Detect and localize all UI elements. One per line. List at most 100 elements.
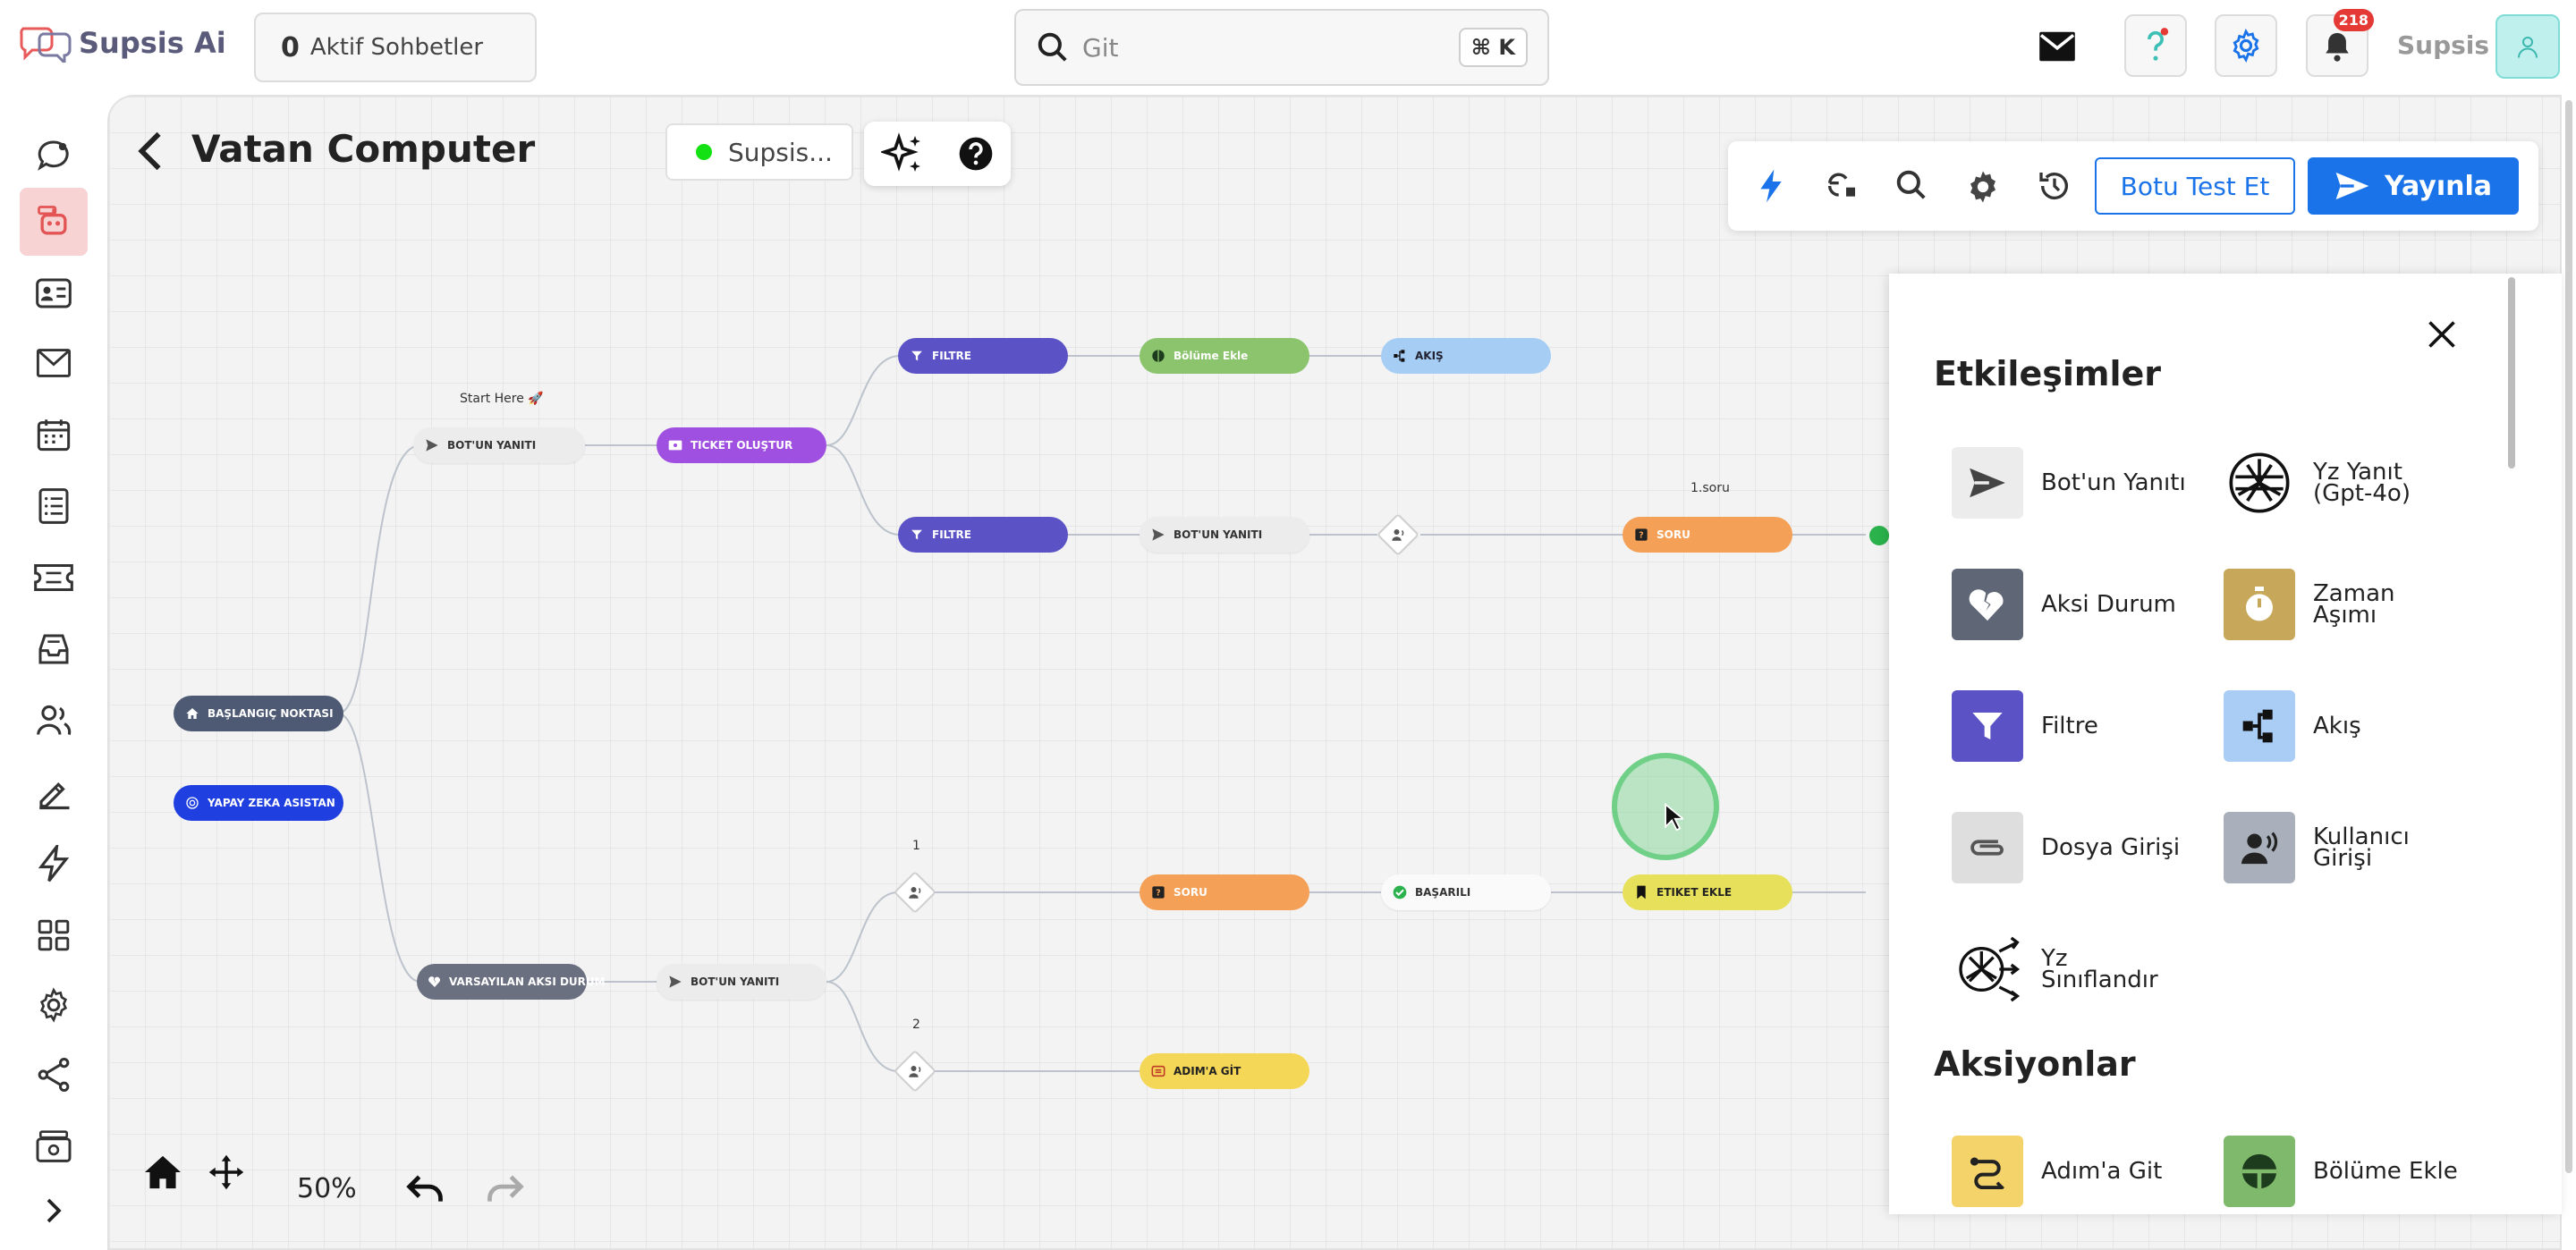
mail-icon[interactable]: [2038, 30, 2077, 63]
sidebar-item-editor[interactable]: [20, 758, 88, 826]
filter-icon: [909, 527, 925, 543]
help-button[interactable]: [2124, 14, 2187, 77]
flow-node-flow[interactable]: AKIŞ: [1381, 338, 1551, 374]
sidebar-item-automations[interactable]: [20, 830, 88, 898]
user-voice-icon: [2224, 812, 2295, 883]
flow-node-start[interactable]: BAŞLANGIÇ NOKTASI: [174, 696, 343, 731]
question-label: 1.soru: [1690, 481, 1730, 495]
home-icon[interactable]: [143, 1154, 182, 1190]
goto-step-icon: [1150, 1063, 1166, 1079]
plug-icon[interactable]: [1823, 168, 1860, 204]
flow-node-label: TICKET OLUŞTUR: [691, 439, 793, 452]
test-bot-button[interactable]: Botu Test Et: [2095, 157, 2295, 215]
flow-node-add-section[interactable]: Bölüme Ekle: [1140, 338, 1309, 374]
flow-icon: [2224, 690, 2295, 762]
page-title: Vatan Computer: [191, 127, 536, 171]
lightning-icon[interactable]: [1758, 168, 1784, 204]
mouse-cursor-icon: [1665, 803, 1683, 832]
redo-icon[interactable]: [485, 1173, 524, 1204]
cursor-highlight: [1612, 753, 1719, 860]
tile-filter[interactable]: Filtre: [1952, 690, 2098, 762]
tile-label: Kullanıcı Girişi: [2313, 823, 2410, 872]
app-logo[interactable]: Supsis Ai: [20, 23, 226, 63]
tile-user-input[interactable]: Kullanıcı Girişi: [2224, 812, 2420, 883]
history-icon[interactable]: [2036, 168, 2073, 204]
goto-step-icon: [1952, 1136, 2023, 1207]
flow-node-success[interactable]: BAŞARILI: [1381, 874, 1551, 910]
sidebar-expand-button[interactable]: [20, 1177, 88, 1245]
sidebar-item-settings[interactable]: [20, 971, 88, 1039]
contact-card-icon: [36, 278, 72, 308]
flow-node-default-fallback[interactable]: VARSAYILAN AKSI DURUM: [417, 964, 606, 1000]
ai-classify-icon: [1952, 933, 2023, 1005]
sparkles-icon[interactable]: [881, 132, 924, 175]
flow-node-label: FILTRE: [932, 528, 971, 541]
sidebar-item-mail[interactable]: [20, 329, 88, 397]
flow-node-question[interactable]: ? SORU: [1140, 874, 1309, 910]
help-question-icon: [2148, 28, 2169, 61]
bookmark-icon: [1633, 884, 1649, 900]
sidebar-item-users[interactable]: [20, 687, 88, 755]
help-circle-icon[interactable]: [958, 136, 994, 172]
notifications-button[interactable]: 218: [2306, 9, 2374, 77]
send-icon: [424, 437, 440, 453]
flow-node-add-tag[interactable]: ETIKET EKLE: [1623, 874, 1792, 910]
move-icon[interactable]: [208, 1153, 245, 1191]
bolt-icon: [38, 845, 70, 883]
question-icon: ?: [1150, 884, 1166, 900]
flow-node-bot-reply[interactable]: BOT'UN YANITI: [413, 427, 585, 463]
flow-node-label: ADIM'A GİT: [1174, 1065, 1241, 1077]
publish-label: Yayınla: [2384, 170, 2492, 202]
tile-ai-reply[interactable]: Yz Yanıt (Gpt-4o): [2224, 447, 2420, 519]
gear-icon[interactable]: [1964, 168, 2002, 206]
tile-file-input[interactable]: Dosya Girişi: [1952, 812, 2180, 883]
bot-status-selector[interactable]: Supsis...: [665, 123, 853, 181]
flow-node-label: BOT'UN YANITI: [1174, 528, 1263, 541]
start-here-label: Start Here 🚀: [460, 392, 544, 406]
user-name[interactable]: Supsis: [2397, 30, 2490, 60]
flow-node-bot-reply[interactable]: BOT'UN YANITI: [657, 964, 826, 1000]
tile-bot-reply[interactable]: Bot'un Yanıtı: [1952, 447, 2186, 519]
flow-node-label: ETIKET EKLE: [1657, 886, 1733, 899]
flow-node-ticket[interactable]: TICKET OLUŞTUR: [657, 427, 826, 463]
tile-flow[interactable]: Akış: [2224, 690, 2361, 762]
settings-button[interactable]: [2215, 14, 2277, 77]
avatar[interactable]: [2496, 14, 2560, 79]
flow-node-filter[interactable]: FILTRE: [898, 517, 1068, 553]
sidebar-item-chats[interactable]: [20, 122, 88, 190]
app-name: Supsis Ai: [79, 26, 226, 60]
page-scroll-thumb[interactable]: [2565, 100, 2572, 1173]
sidebar-item-tasks[interactable]: [20, 472, 88, 540]
sidebar-item-contacts[interactable]: [20, 259, 88, 327]
sidebar-item-bots[interactable]: [20, 188, 88, 256]
sidebar-item-share[interactable]: [20, 1041, 88, 1109]
panel-scroll-thumb[interactable]: [2508, 277, 2515, 469]
tile-ai-classify[interactable]: Yz Sınıflandır: [1952, 933, 2166, 1005]
flow-node-question[interactable]: ? SORU: [1623, 517, 1792, 553]
flow-node-bot-reply[interactable]: BOT'UN YANITI: [1140, 517, 1309, 553]
sidebar-item-inbox[interactable]: [20, 615, 88, 683]
chevron-right-icon: [47, 1198, 62, 1223]
tile-timeout[interactable]: Zaman Aşımı: [2224, 569, 2411, 640]
sidebar-item-tickets[interactable]: [20, 544, 88, 612]
interactions-title: Etkileşimler: [1934, 354, 2161, 393]
question-icon: ?: [1633, 527, 1649, 543]
flow-node-filter[interactable]: FILTRE: [898, 338, 1068, 374]
sidebar-item-apps[interactable]: [20, 901, 88, 969]
sidebar-item-billing[interactable]: [20, 1112, 88, 1180]
global-search[interactable]: Git ⌘ K: [1014, 9, 1549, 86]
active-chats-chip[interactable]: 0 Aktif Sohbetler: [254, 13, 537, 82]
back-arrow-icon[interactable]: [136, 131, 165, 172]
zoom-level[interactable]: 50%: [297, 1173, 357, 1204]
flow-node-ai-assistant[interactable]: YAPAY ZEKA ASISTAN: [174, 785, 343, 821]
search-icon[interactable]: [1894, 168, 1928, 202]
tile-fallback[interactable]: Aksi Durum: [1952, 569, 2176, 640]
sidebar-item-calendar[interactable]: [20, 401, 88, 469]
close-icon[interactable]: [2426, 318, 2458, 351]
undo-icon[interactable]: [406, 1173, 445, 1204]
tile-label: Filtre: [2041, 713, 2098, 739]
publish-button[interactable]: Yayınla: [2308, 157, 2519, 215]
tile-goto-step[interactable]: Adım'a Git: [1952, 1136, 2162, 1207]
tile-add-section[interactable]: Bölüme Ekle: [2224, 1136, 2458, 1207]
flow-node-goto-step[interactable]: ADIM'A GİT: [1140, 1053, 1309, 1089]
